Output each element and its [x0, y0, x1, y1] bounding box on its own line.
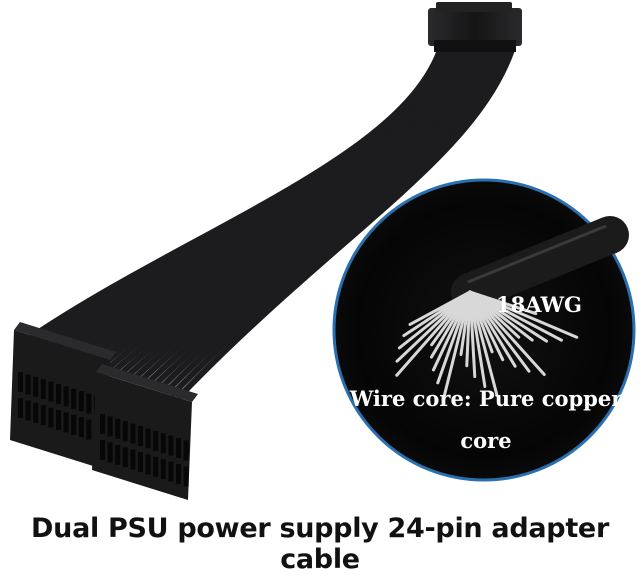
connector-pin: [40, 379, 46, 400]
copper-strand: [468, 290, 499, 397]
copper-strand: [442, 290, 472, 398]
connector-pin: [153, 430, 159, 451]
connector-pin: [33, 402, 39, 423]
connector-pin: [63, 412, 69, 433]
product-caption: Dual PSU power supply 24-pin adapter cab…: [31, 513, 609, 575]
connector-pin: [48, 381, 54, 402]
copper-strand: [468, 290, 487, 388]
connector-pin: [160, 433, 166, 454]
connector-pin: [25, 400, 31, 421]
copper-strand: [395, 290, 472, 377]
copper-strand: [468, 290, 546, 377]
cable-illustration: [10, 2, 636, 500]
connector-pin: [100, 440, 105, 460]
connector-pin: [107, 416, 113, 437]
connector-pin: [78, 417, 84, 438]
copper-strand: [468, 290, 531, 373]
connector-pin: [107, 442, 113, 463]
wire-bundle: [27, 47, 515, 399]
connector-pin: [40, 405, 46, 426]
connector-pin: [25, 374, 31, 395]
connector-pin: [100, 414, 105, 434]
core-label: Wire core: Pure copper core: [349, 386, 623, 453]
connector-pin: [33, 376, 39, 397]
copper-strands: [395, 290, 579, 398]
gauge-label: 18AWG: [496, 292, 582, 317]
connector-pin: [183, 440, 189, 461]
connector-pin: [63, 386, 69, 407]
top-connector: [428, 2, 522, 52]
connector-pin: [115, 444, 121, 465]
connector-pin: [160, 459, 166, 480]
connector-pin: [138, 426, 143, 446]
bottom-connector-right: [92, 364, 198, 500]
copper-strand: [436, 290, 472, 385]
wire-core-inset: [332, 178, 636, 482]
connector-pin: [78, 391, 84, 412]
connector-pin: [176, 438, 181, 458]
wire: [177, 47, 515, 399]
connector-pin: [183, 466, 189, 487]
connector-pin: [56, 410, 61, 430]
connector-pin: [86, 393, 92, 414]
connector-pin: [71, 414, 77, 435]
connector-pin: [115, 418, 121, 439]
copper-strand: [468, 290, 538, 316]
copper-strand: [468, 290, 579, 339]
connector-pin: [48, 407, 54, 428]
connector-pin: [145, 428, 151, 449]
connector-pin: [168, 435, 174, 456]
connector-pin: [130, 423, 136, 444]
connector-pin: [153, 456, 159, 477]
connector-pin: [122, 421, 128, 442]
product-image: 18AWG Wire core: Pure copper core Dual P…: [10, 2, 636, 575]
connector-pin: [168, 461, 174, 482]
connector-pin: [130, 449, 136, 470]
connector-pin: [86, 419, 92, 440]
connector-pin: [122, 447, 128, 468]
connector-pin: [138, 452, 143, 472]
connector-pin: [145, 454, 151, 475]
copper-strand: [395, 290, 472, 363]
connector-pin: [56, 384, 61, 404]
connector-pin: [71, 388, 77, 409]
connector-pin: [18, 398, 23, 418]
connector-pin: [18, 372, 23, 392]
connector-pin: [176, 464, 181, 484]
bottom-connector-left: [10, 322, 116, 470]
